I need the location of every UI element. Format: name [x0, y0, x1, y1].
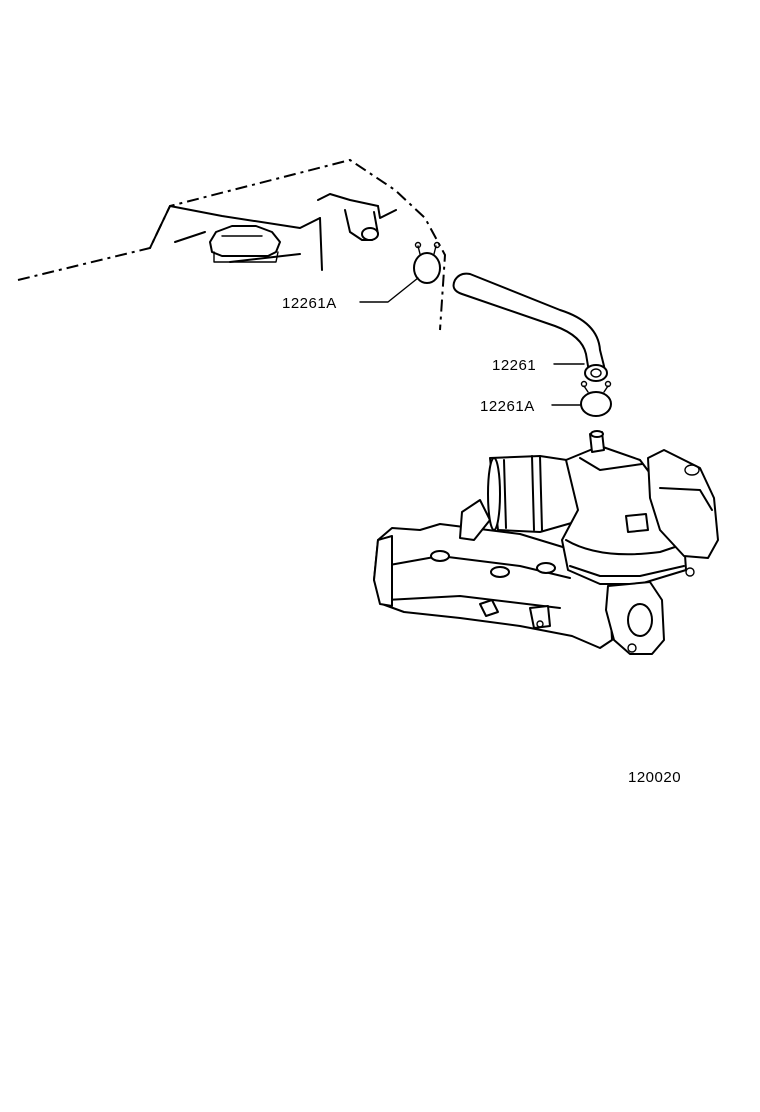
leader-clamp-upper [359, 277, 419, 303]
ventilation-hose [452, 272, 608, 382]
label-clamp-lower: 12261A [480, 398, 535, 415]
label-clamp-upper: 12261A [282, 295, 337, 312]
intake-manifold [373, 499, 613, 649]
illustration-number: 120020 [628, 769, 681, 786]
clamp-lower [580, 380, 612, 417]
oil-filler-cap [209, 225, 281, 263]
air-intake-chamber [561, 430, 687, 585]
cover-outlet-pipe [317, 193, 397, 241]
intake-inlet-tube [487, 455, 583, 533]
cylinder-head-cover [17, 158, 447, 331]
label-hose: 12261 [492, 357, 536, 374]
throttle-body [647, 449, 719, 577]
manifold-lower-flange [605, 581, 665, 655]
clamp-upper [413, 241, 441, 284]
